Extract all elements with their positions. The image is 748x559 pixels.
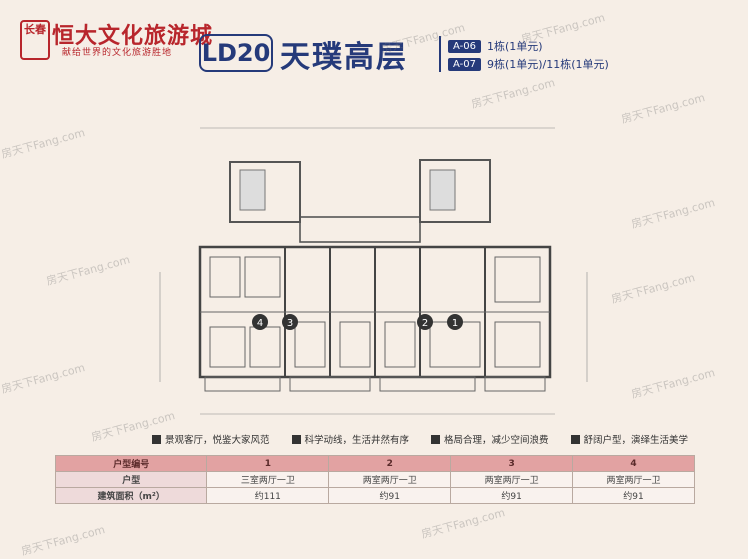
feature-text: 舒阔户型，演绎生活美学 [583, 435, 689, 446]
table-row: 建筑面积（m²） 约111 约91 约91 约91 [54, 487, 695, 504]
header-cell: 2 [328, 455, 452, 472]
table-cell: 约91 [572, 487, 695, 504]
table-cell: 三室两厅一卫 [206, 471, 330, 488]
feature-item: 格局合理，减少空间浪费 [431, 432, 549, 446]
table-cell: 约91 [450, 487, 574, 504]
row-label: 户型 [54, 471, 208, 488]
svg-text:3: 3 [287, 318, 293, 329]
block-tag: A-07 [448, 57, 481, 71]
unit-marker-3: 3 [282, 314, 298, 330]
watermark: 房天下Fang.com [44, 253, 132, 288]
block-desc: 9栋(1单元)/11栋(1单元) [486, 58, 609, 71]
table-cell: 两室两厅一卫 [450, 471, 574, 488]
brand-name: 恒大文化旅游城 [52, 23, 214, 49]
row-label: 建筑面积（m²） [54, 487, 208, 504]
table-cell: 约111 [206, 487, 330, 504]
unit-spec-table: 户型编号 1 2 3 4 户型 三室两厅一卫 两室两厅一卫 两室两厅一卫 两室两… [54, 455, 695, 504]
block-row-2: A-07 9栋(1单元)/11栋(1单元) [448, 56, 609, 72]
square-bullet-icon [431, 434, 441, 444]
table-cell: 两室两厅一卫 [328, 471, 452, 488]
block-tag: A-06 [448, 39, 481, 53]
unit-marker-4: 4 [252, 314, 268, 330]
square-bullet-icon [570, 434, 580, 444]
table-cell: 两室两厅一卫 [572, 471, 695, 488]
feature-text: 格局合理，减少空间浪费 [444, 435, 549, 446]
feature-item: 舒阔户型，演绎生活美学 [570, 432, 689, 446]
feature-item: 景观客厅，悦鉴大家风范 [152, 432, 270, 446]
feature-item: 科学动线，生活井然有序 [291, 432, 410, 446]
unit-marker-1: 1 [447, 314, 463, 330]
header-cell: 3 [450, 455, 574, 472]
brand-slogan: 献给世界的文化旅游胜地 [62, 48, 173, 58]
header-cell: 1 [206, 455, 330, 472]
svg-text:4: 4 [257, 318, 263, 329]
watermark: 房天下Fang.com [629, 196, 717, 231]
svg-text:1: 1 [452, 318, 458, 329]
table-header-row: 户型编号 1 2 3 4 [54, 455, 695, 472]
square-bullet-icon [291, 434, 301, 444]
unit-marker-2: 2 [417, 314, 433, 330]
watermark: 房天下Fang.com [519, 11, 607, 46]
feature-text: 科学动线，生活井然有序 [304, 435, 410, 446]
table-cell: 约91 [328, 487, 452, 504]
project-title: 天璞高层 [280, 40, 408, 75]
watermark: 房天下Fang.com [609, 271, 697, 306]
watermark: 房天下Fang.com [469, 76, 557, 111]
watermark: 房天下Fang.com [419, 506, 507, 541]
brand-seal: 长春 [20, 20, 50, 60]
table-row: 户型 三室两厅一卫 两室两厅一卫 两室两厅一卫 两室两厅一卫 [54, 471, 695, 488]
block-desc: 1栋(1单元) [486, 40, 543, 53]
svg-text:2: 2 [422, 318, 428, 329]
floor-plan: 4 3 2 1 [155, 122, 595, 422]
header-cell: 4 [572, 455, 695, 472]
watermark: 房天下Fang.com [0, 361, 87, 396]
block-row-1: A-06 1栋(1单元) [448, 38, 543, 54]
title-divider [439, 36, 441, 72]
header-cell: 户型编号 [54, 455, 208, 472]
feature-list: 景观客厅，悦鉴大家风范 科学动线，生活井然有序 格局合理，减少空间浪费 舒阔户型… [152, 432, 688, 446]
project-code: LD20 [199, 34, 273, 72]
feature-text: 景观客厅，悦鉴大家风范 [165, 435, 270, 446]
watermark: 房天下Fang.com [629, 366, 717, 401]
square-bullet-icon [152, 434, 161, 444]
watermark: 房天下Fang.com [19, 523, 107, 558]
watermark: 房天下Fang.com [0, 126, 87, 161]
watermark: 房天下Fang.com [619, 91, 707, 126]
